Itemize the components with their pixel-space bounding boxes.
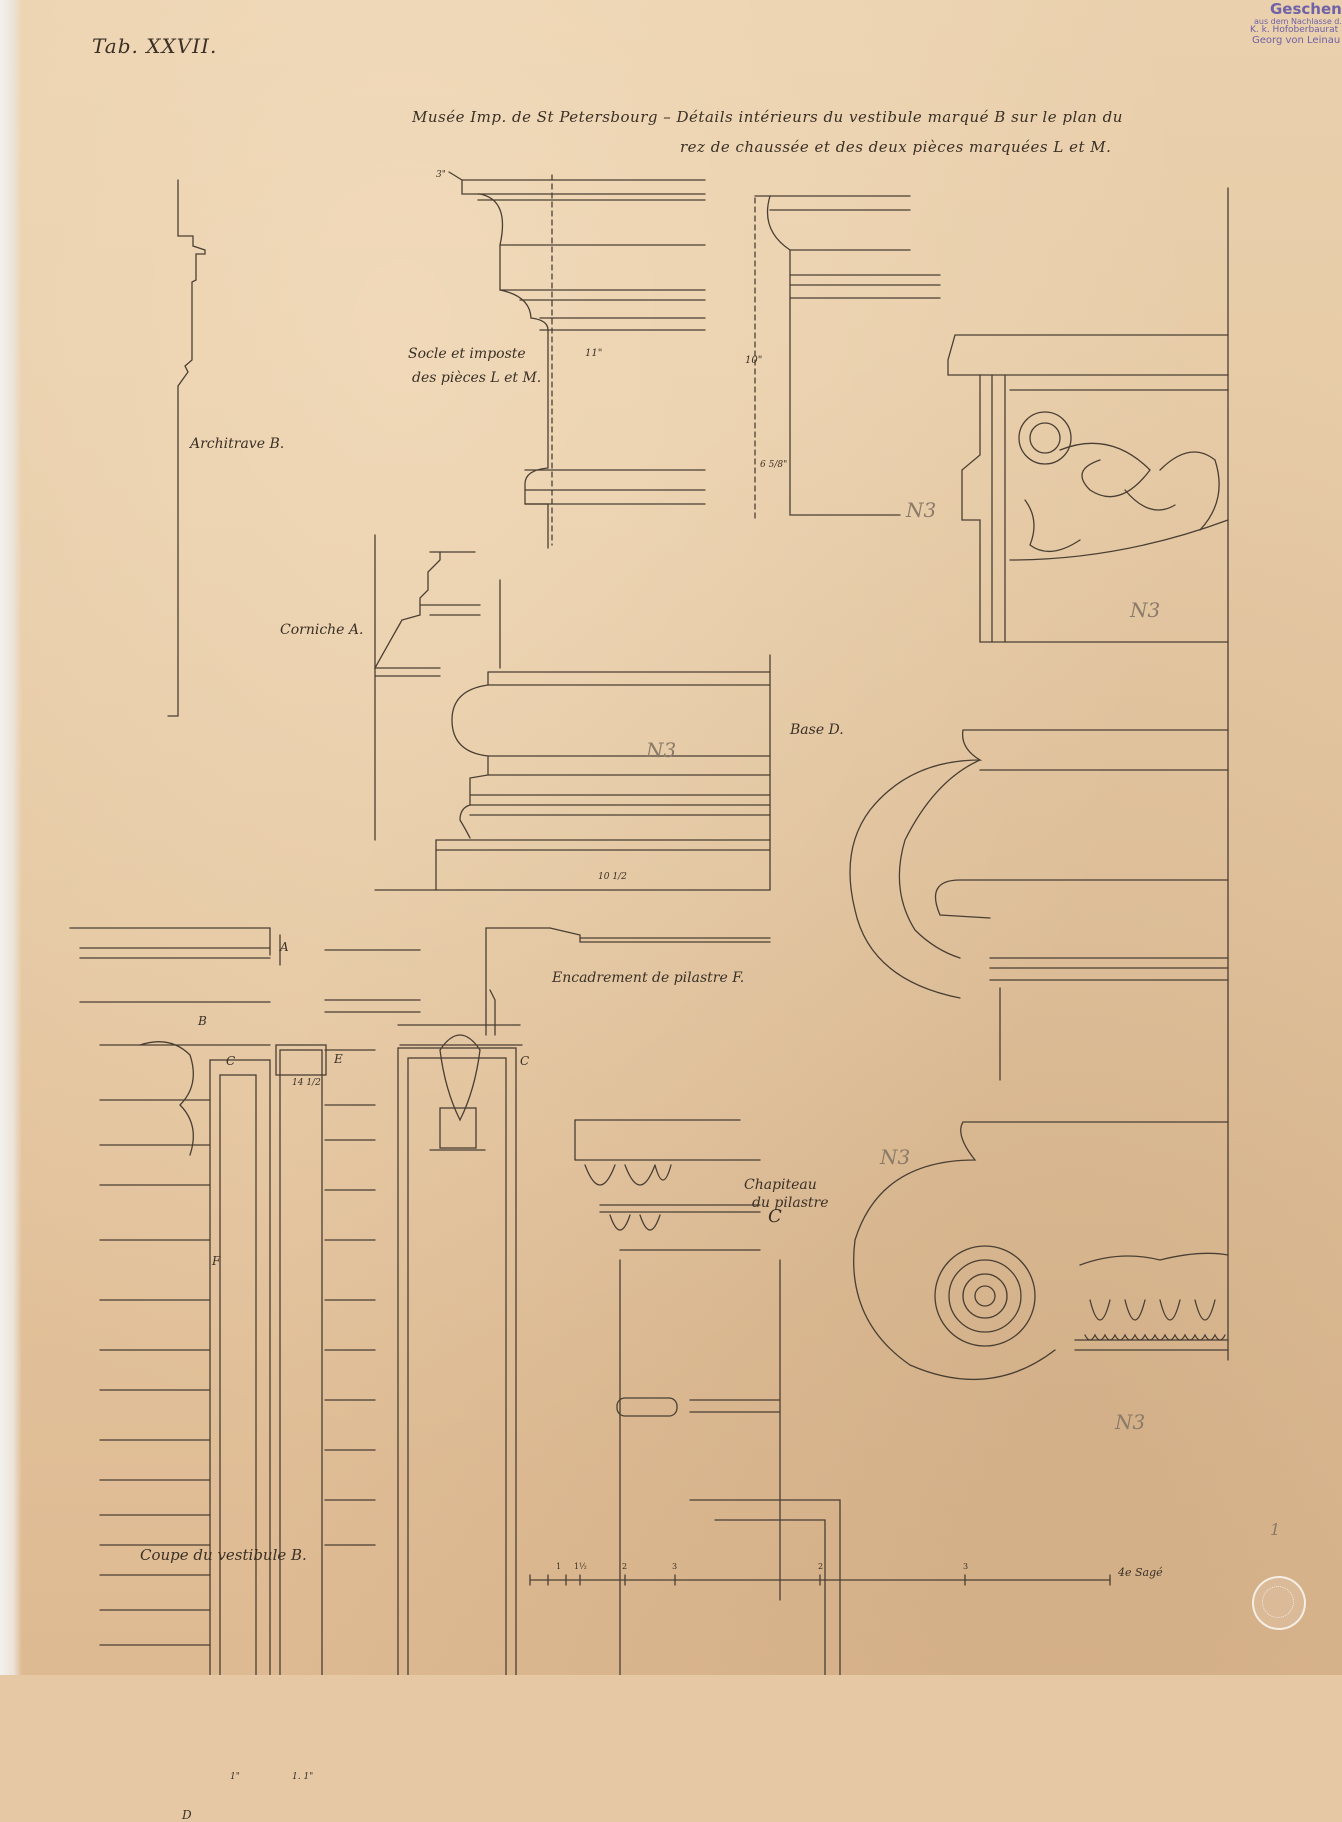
section-letter-e: E (334, 1052, 343, 1066)
scale-tick-3: 2 (622, 1562, 628, 1571)
donation-stamp: Geschenk aus dem Nachlasse d. K. k. Hofo… (1244, 0, 1342, 46)
dimension-1: 3" (436, 170, 446, 180)
label-chapiteau-2: du pilastre (752, 1195, 829, 1211)
architrave-profile (167, 179, 206, 717)
section-letter-b: B (198, 1014, 207, 1028)
label-scale-unit: 4e Sagé (1118, 1566, 1163, 1579)
vestibule-section (69, 927, 523, 1675)
label-chapiteau: Chapiteau (744, 1177, 817, 1193)
cornice-profile (373, 534, 501, 841)
dimension-4: 6 5/8" (760, 460, 788, 470)
pencil-mark-4: N3 (880, 1145, 911, 1169)
section-letter-f: F (212, 1254, 221, 1268)
pencil-mark-6: 1 (1270, 1520, 1281, 1539)
label-coupe: Coupe du vestibule B. (140, 1546, 307, 1564)
dimension-7: 1" (230, 1772, 240, 1782)
egg-and-dart-molding (1089, 1299, 1216, 1321)
pencil-mark-2: N3 (1130, 598, 1161, 622)
label-encadrement: Encadrement de pilastre F. (552, 970, 745, 986)
dimension-5: 10 1/2 (598, 872, 627, 882)
large-volute-profile (849, 729, 1229, 1081)
ionic-volute-bottom-right (853, 1121, 1229, 1380)
pilaster-capital-profile (574, 1119, 841, 1675)
dimension-8: 1. 1" (292, 1772, 314, 1782)
label-socle: Socle et imposte (408, 346, 526, 362)
section-letter-a: A (280, 940, 289, 954)
scale-tick-2: 1½ (574, 1562, 587, 1571)
plate-number: Tab. XXVII. (92, 34, 218, 58)
section-letter-c: C (226, 1054, 236, 1068)
pilaster-frame-profile (485, 927, 771, 1036)
dimension-3: 10" (745, 355, 763, 366)
label-architrave: Architrave B. (190, 436, 285, 452)
stamp-line-4: Georg von Leinau (1252, 34, 1341, 46)
scale-tick-6: 3 (963, 1562, 969, 1571)
label-cornice: Corniche A. (280, 622, 364, 638)
pencil-mark-5: N3 (1115, 1410, 1146, 1434)
label-socle-2: des pièces L et M. (412, 370, 542, 386)
scale-tick-4: 3 (672, 1562, 678, 1571)
library-seal-icon (1252, 1576, 1306, 1630)
title-line-2: rez de chaussée et des deux pièces marqu… (680, 138, 1112, 156)
imposte-profile-right (754, 195, 941, 516)
label-base: Base D. (790, 722, 844, 738)
pencil-mark-3: N3 (646, 738, 677, 762)
pencil-mark-1: N3 (906, 498, 937, 522)
base-profile (374, 654, 771, 891)
label-chapiteau-letter: C (768, 1206, 782, 1227)
paper-edge (0, 0, 22, 1675)
section-letter-d: D (182, 1808, 192, 1822)
scale-tick-1: 1 (556, 1562, 562, 1571)
stamp-line-1: Geschenk (1270, 0, 1342, 18)
scale-bar (529, 1574, 1111, 1586)
socle-imposte-profile (448, 171, 756, 549)
stamp-line-2: aus dem Nachlasse d. (1254, 16, 1342, 26)
architectural-drawing (69, 171, 1229, 1675)
dimension-2: 11" (585, 348, 603, 359)
dimension-6: 14 1/2 (292, 1078, 321, 1088)
section-letter-c2: C (520, 1054, 530, 1068)
capital-frieze-top-right (947, 334, 1229, 643)
scale-tick-5: 2 (818, 1562, 824, 1571)
stamp-line-3: K. k. Hofoberbaurat (1250, 25, 1339, 36)
title-line-1: Musée Imp. de St Petersbourg – Détails i… (412, 108, 1123, 126)
